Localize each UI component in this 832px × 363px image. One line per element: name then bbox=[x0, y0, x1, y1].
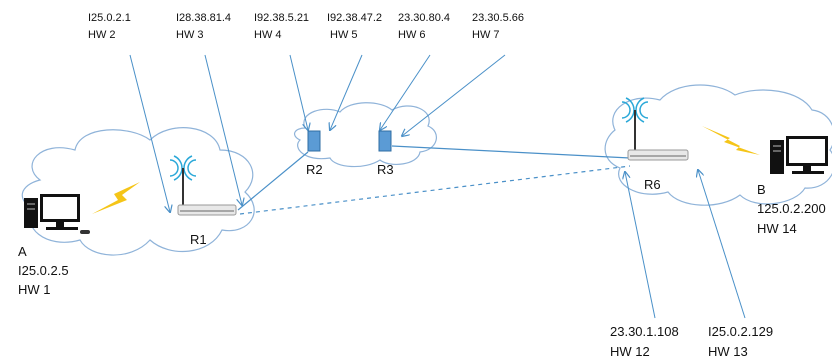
label-hw4-hw: HW 4 bbox=[254, 29, 282, 41]
arrow-hw6 bbox=[380, 54, 431, 130]
label-hw7-hw: HW 7 bbox=[472, 29, 500, 41]
link-r3-r6 bbox=[391, 145, 631, 159]
label-hw13-hw: HW 13 bbox=[708, 344, 748, 359]
wireless-router-r1-icon bbox=[169, 155, 237, 216]
label-hw6-ip: 23.30.80.4 bbox=[398, 12, 450, 24]
computer-a-icon bbox=[24, 194, 90, 234]
arrow-hw12 bbox=[625, 172, 656, 319]
cloud-right-icon bbox=[604, 84, 832, 206]
label-hw12-ip: 23.30.1.108 bbox=[610, 324, 679, 339]
arrow-hw3 bbox=[204, 54, 242, 205]
host-b-ip: 125.0.2.200 bbox=[757, 201, 826, 216]
arrow-hw2 bbox=[129, 54, 170, 212]
lightning-right-icon bbox=[702, 126, 760, 155]
label-hw3-hw: HW 3 bbox=[176, 29, 204, 41]
computer-b-icon bbox=[770, 136, 828, 174]
router-r3-label: R3 bbox=[377, 162, 394, 177]
host-a-hw: HW 1 bbox=[18, 282, 51, 297]
label-hw6-hw: HW 6 bbox=[398, 29, 426, 41]
label-hw4-ip: I92.38.5.21 bbox=[254, 12, 309, 24]
router-r2-label: R2 bbox=[306, 162, 323, 177]
label-hw5-ip: I92.38.47.2 bbox=[327, 12, 382, 24]
host-a-name: A bbox=[18, 244, 27, 259]
label-hw7-ip: 23.30.5.66 bbox=[472, 12, 524, 24]
arrow-hw7 bbox=[402, 54, 506, 136]
wireless-router-r6-icon bbox=[621, 97, 689, 161]
link-r1-r6-dashed bbox=[239, 165, 631, 215]
host-b-hw: HW 14 bbox=[757, 221, 797, 236]
arrow-hw5 bbox=[330, 54, 363, 130]
switch-r2-icon bbox=[307, 130, 321, 152]
label-hw12-hw: HW 12 bbox=[610, 344, 650, 359]
arrow-hw4 bbox=[289, 54, 308, 130]
lightning-left-icon bbox=[92, 182, 140, 214]
router-r6-label: R6 bbox=[644, 177, 661, 192]
router-r1-label: R1 bbox=[190, 232, 207, 247]
cloud-left-icon bbox=[21, 127, 255, 256]
arrow-hw13 bbox=[698, 170, 746, 319]
label-hw13-ip: I25.0.2.129 bbox=[708, 324, 773, 339]
label-hw2-hw: HW 2 bbox=[88, 29, 116, 41]
link-r1-r2 bbox=[237, 151, 309, 211]
label-hw5-hw: HW 5 bbox=[330, 29, 358, 41]
label-hw3-ip: I28.38.81.4 bbox=[176, 12, 231, 24]
host-a-ip: I25.0.2.5 bbox=[18, 263, 69, 278]
cloud-middle-icon bbox=[293, 102, 437, 168]
switch-r3-icon bbox=[378, 130, 392, 152]
host-b-name: B bbox=[757, 182, 766, 197]
label-hw2-ip: I25.0.2.1 bbox=[88, 12, 131, 24]
